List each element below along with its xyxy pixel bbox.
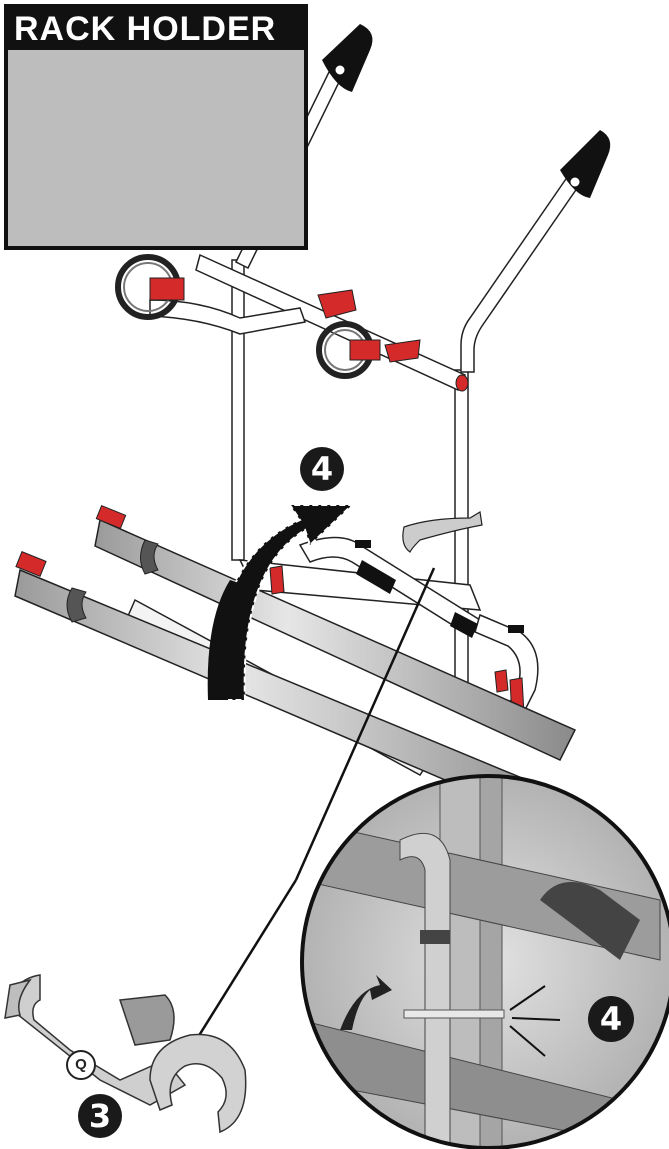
fold-up-arrow: [207, 504, 355, 701]
part-q-label: Q: [66, 1050, 96, 1080]
wall-hook-left: [322, 24, 373, 92]
step-3-badge: 3: [78, 1094, 122, 1138]
inset-title: RACK HOLDER: [8, 8, 304, 50]
rack-holder-inset: RACK HOLDER: [4, 4, 308, 250]
step-4-badge: 4: [300, 447, 344, 491]
base-grips: [355, 540, 524, 638]
top-crossbar: [149, 253, 469, 392]
part-q-rack-holder: [4, 974, 247, 1134]
detail-zoom-circle: [300, 774, 669, 1149]
frame-holder-left: [115, 254, 185, 320]
wheel-rail-back: [94, 504, 577, 761]
wall-hook-right: [560, 130, 611, 198]
leader-lines: [188, 567, 436, 1051]
frame-holder-right: [316, 289, 421, 379]
step-4-detail-badge: 4: [588, 996, 634, 1042]
rack-holder-on-post: [402, 511, 483, 553]
